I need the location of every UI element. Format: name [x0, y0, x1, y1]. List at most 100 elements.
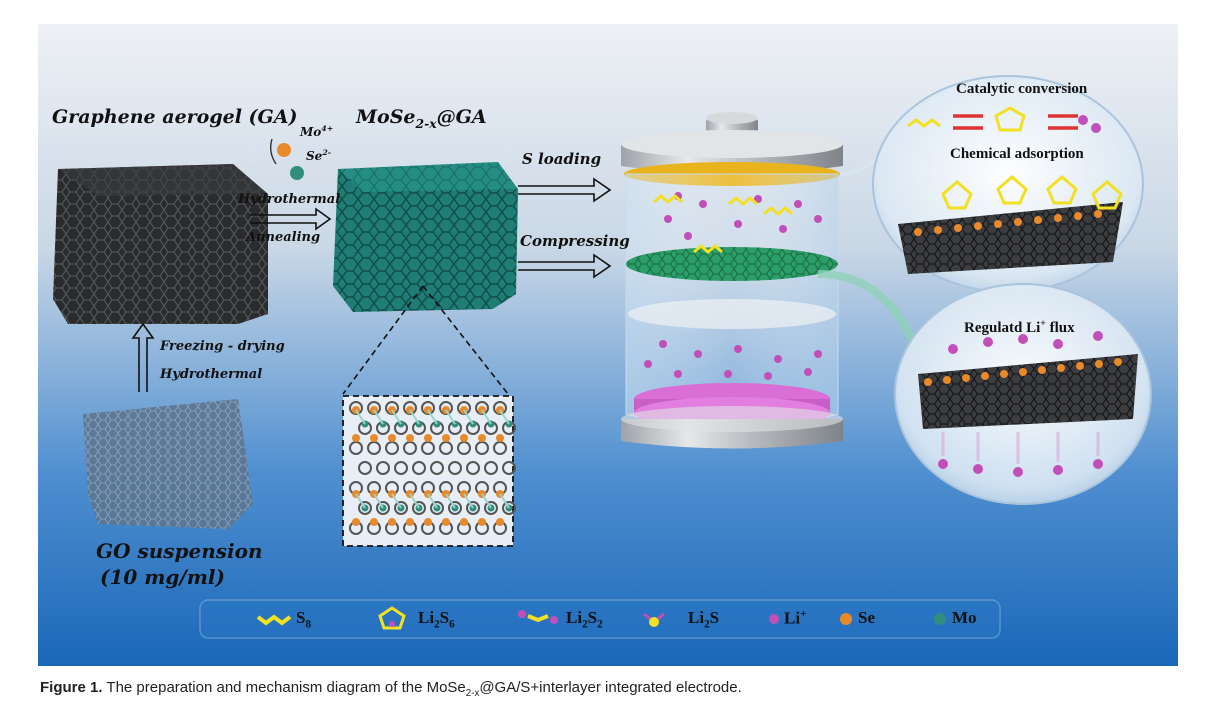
li-ion	[1053, 465, 1063, 475]
s8-molecule-icon	[256, 614, 292, 626]
li-ion-icon	[769, 614, 779, 624]
se-ion-dot	[290, 166, 304, 180]
carbon-ring	[412, 461, 426, 475]
li-ion	[694, 350, 702, 358]
li2s-s-icon	[649, 617, 659, 627]
li-ion	[1091, 123, 1101, 133]
carbon-ring	[376, 501, 390, 515]
se-atom	[460, 434, 468, 442]
legend-li2s-label: Li2S	[688, 608, 720, 631]
mose-title: MoSe2-x@GA	[356, 106, 487, 131]
catalytic-conversion-bubble	[872, 75, 1144, 293]
regulated-flux-label: Regulatd Li+ flux	[964, 318, 1075, 336]
li-ion	[659, 340, 667, 348]
li2s6-molecule-icon	[378, 606, 406, 630]
legend-icons	[256, 606, 946, 630]
li-ion	[938, 459, 948, 469]
polysulfide	[653, 194, 683, 204]
carbon-ring	[448, 501, 462, 515]
se-atom	[1000, 370, 1008, 378]
bond	[391, 493, 402, 509]
freezing-drying-label: Freezing - drying	[160, 339, 285, 354]
carbon-ring	[466, 501, 480, 515]
li2s6-li-icon	[389, 621, 395, 627]
se-atom	[962, 374, 970, 382]
se-atom	[924, 378, 932, 386]
li-ion	[973, 464, 983, 474]
se-atom	[1076, 362, 1084, 370]
se-atom	[424, 434, 432, 442]
bond	[427, 493, 438, 509]
polysulfide	[693, 244, 723, 254]
se-atom	[1019, 368, 1027, 376]
li-ion	[734, 220, 742, 228]
regulated-flux-bubble	[894, 283, 1152, 505]
adsorbed-polysulfide	[1046, 175, 1078, 205]
freezing-drying-arrow	[131, 322, 155, 392]
se-atom	[1074, 212, 1082, 220]
legend-se-label: Se	[858, 608, 875, 627]
polysulfide	[763, 206, 793, 216]
carbon-ring	[430, 501, 444, 515]
li-ion	[764, 372, 772, 380]
mo-ion-dot	[277, 143, 291, 157]
carbon-ring	[448, 461, 462, 475]
bond	[499, 409, 510, 425]
graphene-aerogel-cube	[53, 164, 268, 324]
compressing-arrow	[518, 253, 612, 279]
li2s2-li-icon	[518, 610, 526, 618]
bond	[409, 493, 420, 509]
se-atom	[914, 228, 922, 236]
li2s2-molecule-icon	[527, 614, 549, 623]
carbon-ring	[358, 461, 372, 475]
se-atom	[352, 434, 360, 442]
li-ion	[1013, 467, 1023, 477]
li-ion	[804, 368, 812, 376]
s-loading-label: S loading	[522, 150, 602, 168]
compressing-label: Compressing	[520, 232, 630, 250]
li-ion	[754, 195, 762, 203]
carbon-ring	[502, 501, 516, 515]
bond	[409, 409, 420, 425]
hydrothermal-arrow	[250, 207, 332, 231]
se-atom	[388, 434, 396, 442]
bond	[355, 493, 366, 509]
bond	[499, 493, 510, 509]
carbon-ring	[466, 461, 480, 475]
se-atom	[1057, 364, 1065, 372]
se-atom	[478, 518, 486, 526]
s-loading-arrow	[518, 177, 612, 203]
hydrothermal-label: Hydrothermal	[238, 192, 341, 207]
legend-li-ion-label: Li+	[784, 608, 807, 628]
li2s2-li-icon-2	[550, 616, 558, 624]
carbon-ring	[394, 461, 408, 475]
carbon-ring	[430, 461, 444, 475]
se-atom	[478, 434, 486, 442]
se-atom	[943, 376, 951, 384]
bond	[373, 409, 384, 425]
li-ion	[1093, 459, 1103, 469]
legend-li2s6-label: Li2S6	[418, 608, 455, 631]
chemical-adsorption-label: Chemical adsorption	[950, 146, 1084, 162]
se-atom	[496, 518, 504, 526]
se-atom	[1094, 210, 1102, 218]
se-atom	[1114, 358, 1122, 366]
se-atom	[442, 518, 450, 526]
go-suspension-label: GO suspension	[96, 539, 263, 563]
annealing-label: Annealing	[246, 230, 321, 245]
s8-molecule	[907, 118, 941, 128]
bond	[463, 493, 474, 509]
legend-li2s2-label: Li2S2	[566, 608, 603, 631]
se-atom	[1034, 216, 1042, 224]
battery-cell	[621, 112, 843, 449]
li-ion	[774, 355, 782, 363]
li-ion	[983, 337, 993, 347]
li-ion	[794, 200, 802, 208]
carbon-ring	[412, 501, 426, 515]
li-ion	[644, 360, 652, 368]
bond	[355, 409, 366, 425]
se-atom	[352, 518, 360, 526]
hydrothermal-label-2: Hydrothermal	[160, 367, 263, 382]
carbon-ring	[376, 461, 390, 475]
se-atom-icon	[840, 613, 852, 625]
